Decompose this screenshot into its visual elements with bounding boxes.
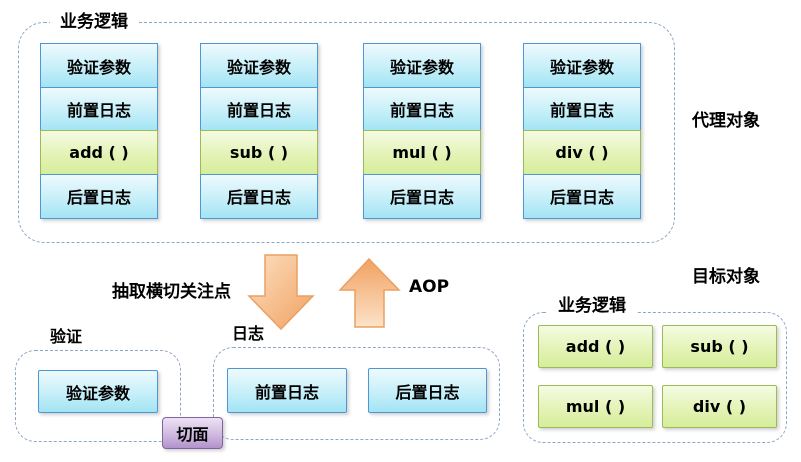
stack-cell: 后置日志 [40,173,158,219]
stack-cell: 前置日志 [523,86,641,132]
target-group-label: 业务逻辑 [548,295,636,317]
target-add-box: add ( ) [538,325,653,368]
target-mul-box: mul ( ) [538,385,653,428]
validation-group [15,350,181,442]
stack-cell-method: sub ( ) [200,130,318,175]
stack-cell: 验证参数 [363,43,481,88]
target-group [523,312,787,443]
stack-cell-method: mul ( ) [363,130,481,175]
method-stack-add: 验证参数 前置日志 add ( ) 后置日志 [40,43,158,219]
validation-param-box: 验证参数 [38,370,158,413]
target-div-box: div ( ) [662,385,777,428]
before-log-box: 前置日志 [227,368,347,413]
method-stack-sub: 验证参数 前置日志 sub ( ) 后置日志 [200,43,318,219]
proxy-group-label: 业务逻辑 [50,11,138,33]
extract-crosscut-label: 抽取横切关注点 [112,282,231,302]
method-stack-mul: 验证参数 前置日志 mul ( ) 后置日志 [363,43,481,219]
proxy-object-group [18,22,675,243]
stack-cell: 前置日志 [363,86,481,132]
stack-cell: 后置日志 [523,173,641,219]
stack-cell: 前置日志 [200,86,318,132]
target-object-side-label: 目标对象 [692,267,760,287]
stack-cell: 验证参数 [523,43,641,88]
stack-cell: 验证参数 [40,43,158,88]
stack-cell-method: div ( ) [523,130,641,175]
aop-label: AOP [409,277,450,297]
stack-cell: 后置日志 [200,173,318,219]
log-group-label: 日志 [222,323,275,345]
log-group [213,347,500,440]
method-stack-div: 验证参数 前置日志 div ( ) 后置日志 [523,43,641,219]
up-arrow-icon [338,258,401,328]
proxy-object-side-label: 代理对象 [692,111,760,131]
down-arrow-icon [247,254,315,331]
validation-group-label: 验证 [40,326,93,348]
after-log-box: 后置日志 [368,368,487,413]
target-sub-box: sub ( ) [662,325,777,368]
aspect-box: 切面 [162,417,223,449]
stack-cell: 验证参数 [200,43,318,88]
stack-cell-method: add ( ) [40,130,158,175]
stack-cell: 后置日志 [363,173,481,219]
stack-cell: 前置日志 [40,86,158,132]
